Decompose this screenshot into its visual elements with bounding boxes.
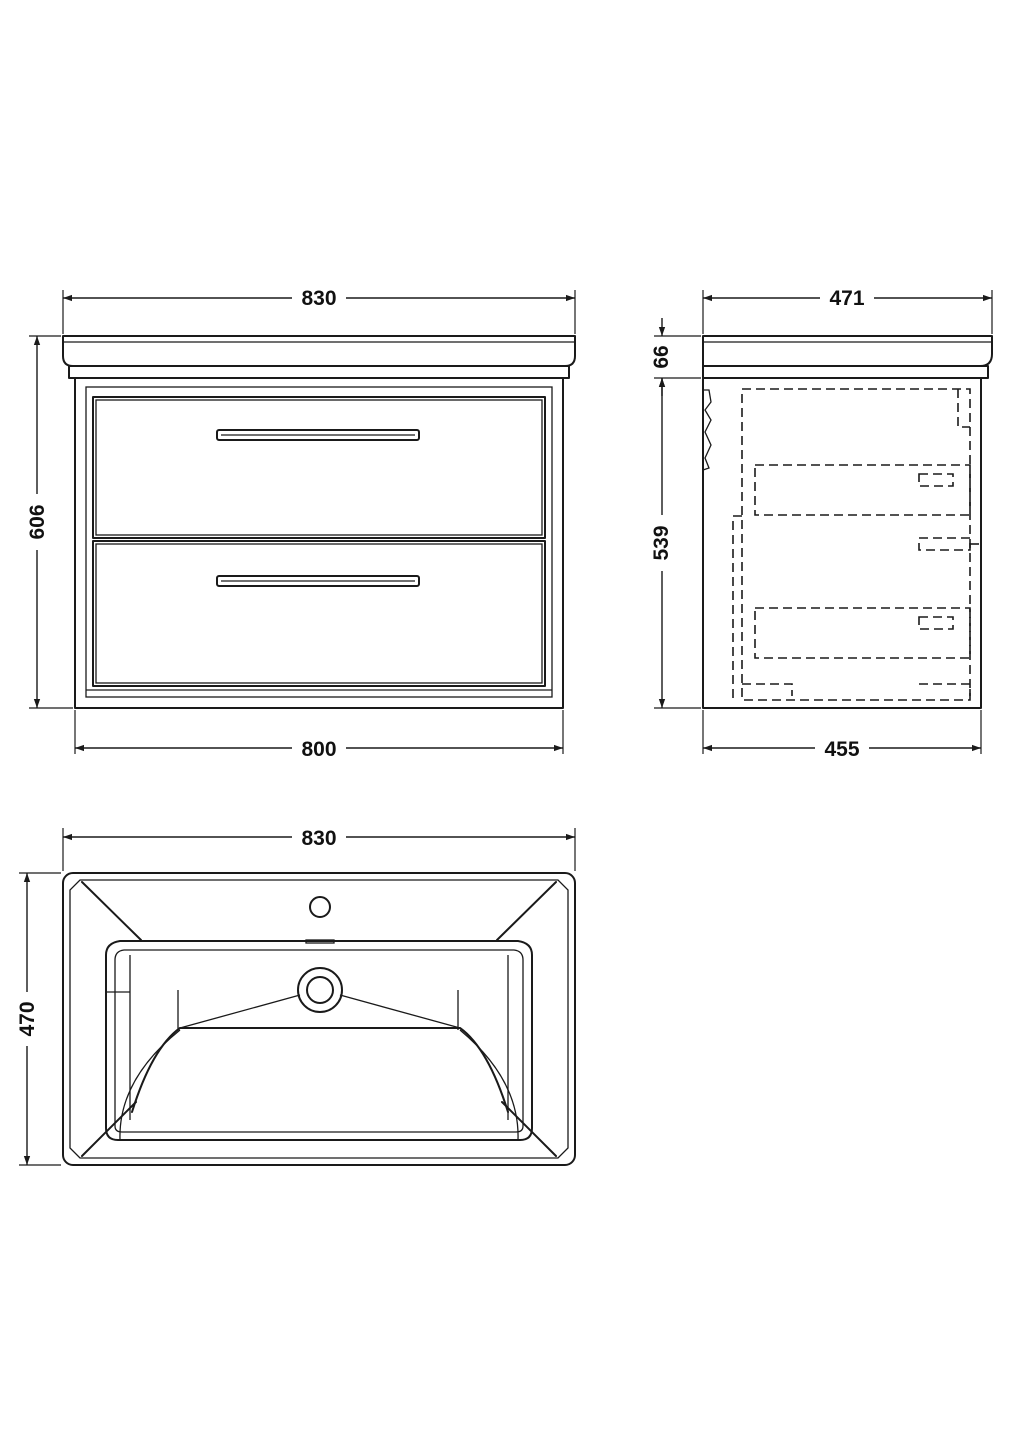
dim-front-width-830: 830	[62, 287, 576, 334]
waste-outlet-icon	[297, 967, 343, 1013]
dim-label-800: 800	[301, 738, 336, 761]
dim-plan-depth-470: 470	[16, 872, 61, 1166]
dim-label-539: 539	[650, 525, 673, 560]
front-cabinet-frame	[74, 377, 564, 709]
plan-basin-bowl	[81, 881, 557, 1157]
dim-side-cabinet-455: 455	[702, 710, 982, 761]
plan-view: 830 470	[16, 827, 576, 1166]
dim-label-plan-830: 830	[301, 827, 336, 850]
dim-label-471: 471	[829, 287, 864, 310]
front-drawer-bottom	[92, 540, 546, 687]
tap-hole-icon	[309, 896, 331, 918]
front-drawer-top	[92, 396, 546, 539]
dim-side-cabinet-539: 539	[650, 378, 701, 709]
side-hidden-drawers	[732, 388, 981, 701]
dim-label-830: 830	[301, 287, 336, 310]
front-basin-outline	[62, 335, 576, 379]
dim-side-basin-66: 66	[650, 318, 701, 396]
dim-plan-width-830: 830	[62, 827, 576, 871]
dim-label-66: 66	[650, 345, 673, 368]
dim-label-606: 606	[26, 504, 49, 539]
dim-label-455: 455	[824, 738, 859, 761]
side-cabinet-body	[702, 377, 982, 709]
overflow-slot	[305, 939, 335, 944]
side-basin-outline	[702, 335, 993, 379]
plan-basin-outline	[62, 872, 576, 1166]
drawer-handle	[216, 575, 420, 587]
side-view: 471 66 539 455	[650, 287, 993, 761]
drawer-handle	[216, 429, 420, 441]
dim-label-470: 470	[16, 1001, 39, 1036]
front-view: 830 606 800	[26, 287, 576, 761]
dim-side-depth-471: 471	[702, 287, 993, 334]
dim-front-height-606: 606	[26, 335, 73, 709]
dim-front-cabinet-800: 800	[74, 710, 564, 761]
